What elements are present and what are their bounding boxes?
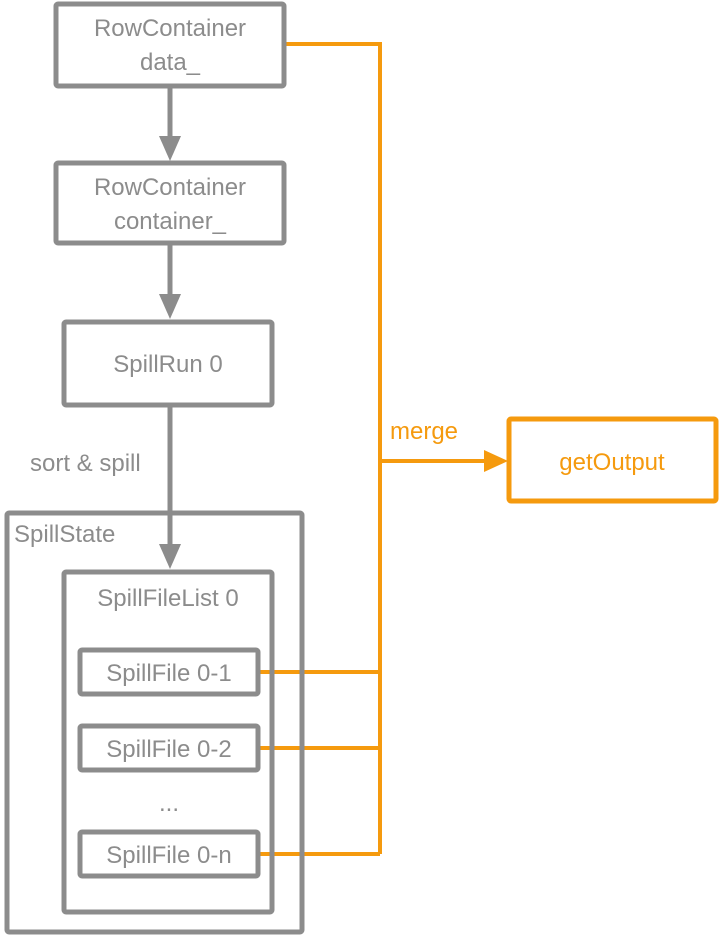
arrow-data-to-container-head <box>159 136 181 161</box>
get-output-label: getOutput <box>559 449 665 476</box>
spill-file-0-n-label: SpillFile 0-n <box>106 842 231 869</box>
merge-label: merge <box>390 418 458 445</box>
row-container-container-node: RowContainer container_ <box>53 160 287 246</box>
sort-spill-label: sort & spill <box>30 450 141 477</box>
merge-connectors <box>258 42 508 856</box>
spill-file-0-1-label: SpillFile 0-1 <box>106 660 231 687</box>
spill-file-0-n: SpillFile 0-n <box>77 829 261 879</box>
row-container-data-subtitle: data_ <box>140 49 201 76</box>
get-output-node: getOutput <box>506 416 719 504</box>
spill-file-ellipsis: ... <box>159 790 179 817</box>
arrow-container-to-spillrun-head <box>159 294 181 319</box>
row-container-data-node: RowContainer data_ <box>53 1 287 89</box>
flow-arrows <box>159 86 181 569</box>
merge-arrowhead <box>484 450 508 472</box>
spill-file-0-2: SpillFile 0-2 <box>77 723 261 773</box>
spill-file-list-label: SpillFileList 0 <box>97 585 238 612</box>
spill-state-label: SpillState <box>14 521 115 548</box>
spill-file-list-node: SpillFileList 0 <box>61 569 275 915</box>
data-to-merge-line <box>284 42 382 854</box>
row-container-data-title: RowContainer <box>94 15 246 42</box>
spill-run-node: SpillRun 0 <box>61 319 275 408</box>
arrow-spillrun-to-filelist-head <box>159 544 181 569</box>
spill-state-node: SpillState <box>4 510 305 935</box>
spill-file-0-1: SpillFile 0-1 <box>77 647 261 697</box>
spill-run-label: SpillRun 0 <box>113 351 222 378</box>
row-container-container-title: RowContainer <box>94 174 246 201</box>
row-container-container-subtitle: container_ <box>114 208 227 235</box>
spill-file-0-2-label: SpillFile 0-2 <box>106 736 231 763</box>
